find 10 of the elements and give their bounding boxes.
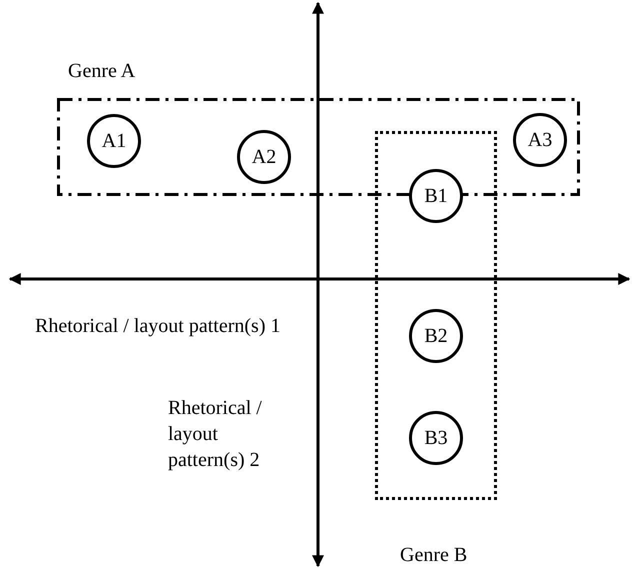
axis-label: Rhetorical / layout pattern(s) 1: [35, 314, 282, 339]
circle-node: A3: [513, 113, 567, 167]
circle-node: B1: [409, 169, 463, 223]
circle-node: B2: [409, 309, 463, 363]
axis-label: Rhetorical / layout pattern(s) 2: [168, 396, 263, 473]
circle-node: B3: [409, 411, 463, 465]
circle-node: A2: [237, 130, 291, 184]
circle-node: A1: [87, 114, 141, 168]
group-heading: Genre B: [400, 544, 468, 566]
group-heading: Genre A: [68, 60, 136, 82]
